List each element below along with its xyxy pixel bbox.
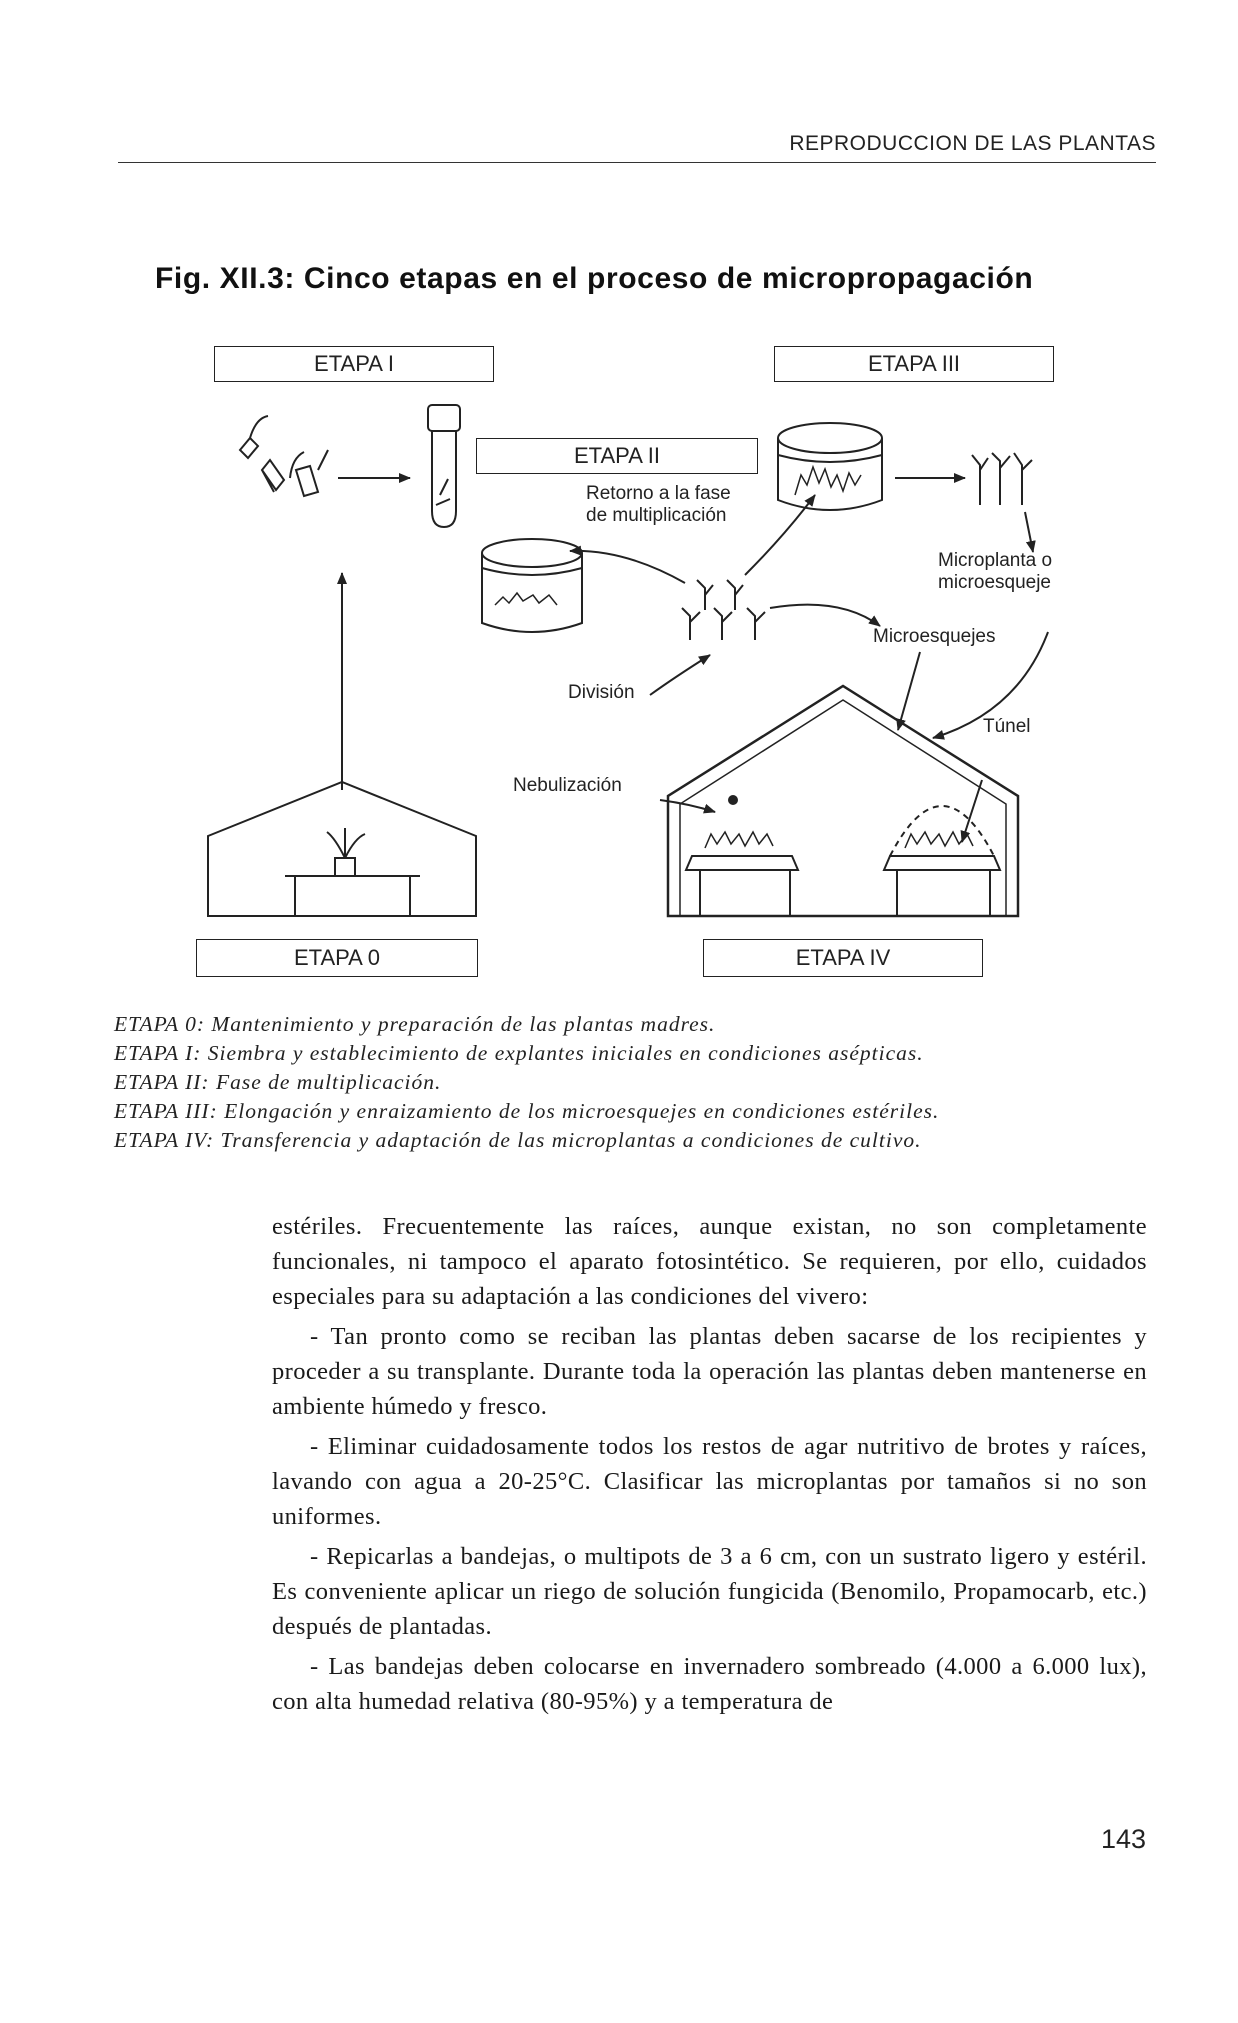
paragraph-4: - Repicarlas a bandejas, o multipots de …	[272, 1543, 1147, 1640]
greenhouse-etapa0-icon	[207, 780, 477, 917]
paragraph-1: estériles. Frecuentemente las raíces, au…	[272, 1213, 1147, 1310]
culture-jar-left-icon	[481, 538, 583, 633]
arrow-division	[649, 654, 711, 696]
microcuttings-icon	[681, 579, 766, 640]
running-head: REPRODUCCION DE LAS PLANTAS	[118, 132, 1156, 163]
legend-line-etapa-2: ETAPA II: Fase de multiplicación.	[114, 1070, 442, 1094]
stage-box-etapa-3: ETAPA III	[774, 346, 1054, 382]
arrow-to-jar-right	[744, 494, 816, 576]
label-microplanta: Microplanta o microesqueje	[938, 550, 1052, 594]
stage-box-etapa-0: ETAPA 0	[196, 939, 478, 977]
legend-line-etapa-4: ETAPA IV: Transferencia y adaptación de …	[114, 1128, 922, 1152]
arrow-to-microcuttings-label	[769, 603, 881, 627]
running-title: REPRODUCCION DE LAS PLANTAS	[789, 132, 1156, 155]
culture-jar-right-icon	[777, 422, 883, 511]
label-retorno: Retorno a la fase de multiplicación	[586, 483, 731, 527]
label-microplanta-line2: microesqueje	[938, 572, 1051, 593]
body-text: estériles. Frecuentemente las raíces, au…	[272, 1209, 1147, 1724]
page-number: 143	[1100, 1824, 1146, 1854]
label-nebulizacion: Nebulización	[513, 775, 622, 796]
label-retorno-line2: de multiplicación	[586, 505, 727, 526]
paragraph-2: - Tan pronto como se reciban las plantas…	[272, 1323, 1147, 1420]
paragraph-3: - Eliminar cuidadosamente todos los rest…	[272, 1433, 1147, 1530]
stage-box-etapa-4: ETAPA IV	[703, 939, 983, 977]
micropropagation-diagram	[207, 404, 1049, 918]
explant-icon	[238, 415, 329, 498]
arrow-microplant-label	[1024, 511, 1036, 553]
paragraph-5: - Las bandejas deben colocarse en invern…	[272, 1653, 1147, 1715]
label-retorno-line1: Retorno a la fase	[586, 483, 731, 504]
microplant-icon	[971, 452, 1033, 505]
legend-line-etapa-0: ETAPA 0: Mantenimiento y preparación de …	[114, 1012, 716, 1036]
arrow-tunel	[960, 779, 983, 843]
figure-title: Fig. XII.3: Cinco etapas en el proceso d…	[155, 262, 1034, 295]
arrow-microplant-to-greenhouse	[932, 631, 1049, 740]
arrow-to-jar	[569, 545, 686, 584]
figure-legend: ETAPA 0: Mantenimiento y preparación de …	[114, 1010, 1134, 1155]
label-tunel: Túnel	[983, 716, 1031, 737]
stage-box-etapa-1: ETAPA I	[214, 346, 494, 382]
label-microplanta-line1: Microplanta o	[938, 550, 1053, 571]
legend-line-etapa-1: ETAPA I: Siembra y establecimiento de ex…	[114, 1041, 924, 1065]
arrow-microcuttings-to-greenhouse	[896, 651, 921, 731]
arrow-nebulizacion	[659, 799, 716, 814]
label-division: División	[568, 682, 635, 703]
legend-line-etapa-3: ETAPA III: Elongación y enraizamiento de…	[114, 1099, 940, 1123]
greenhouse-etapa4-icon	[666, 684, 1020, 918]
test-tube-icon	[427, 404, 461, 529]
stage-box-etapa-2: ETAPA II	[476, 438, 758, 474]
label-microesquejes: Microesquejes	[873, 626, 996, 647]
